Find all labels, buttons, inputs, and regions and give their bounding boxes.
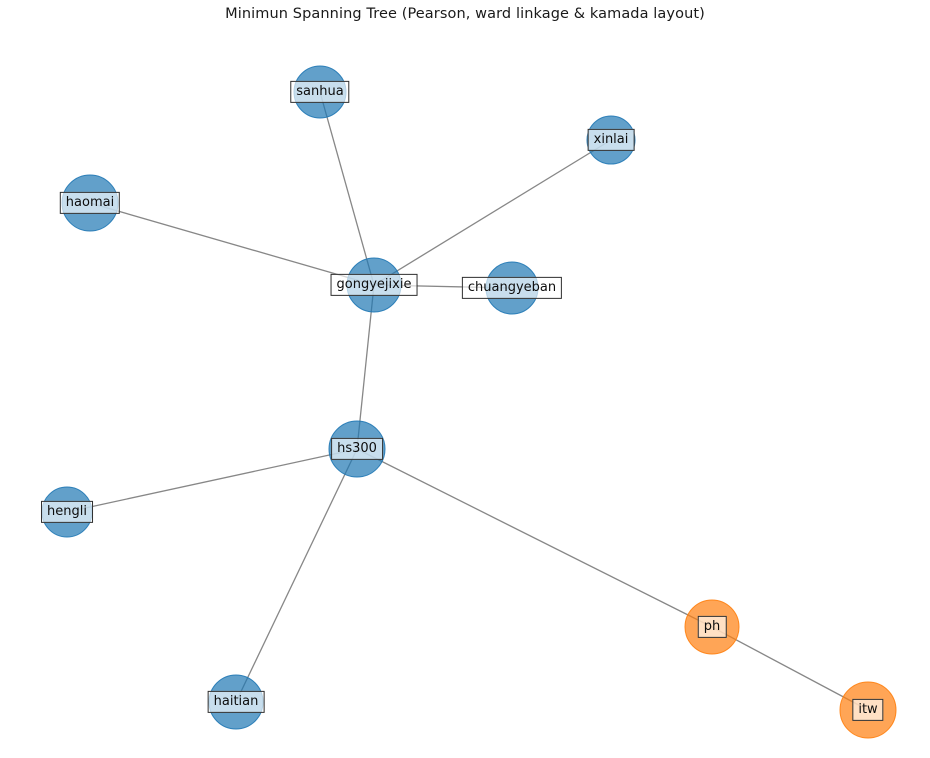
edge-gongyejixie-sanhua [319, 91, 375, 286]
edge-hs300-haitian [235, 448, 358, 703]
node-haitian [208, 674, 264, 730]
edge-gongyejixie-haomai [89, 202, 375, 286]
node-ph [684, 599, 740, 655]
edge-hs300-ph [356, 448, 713, 628]
node-sanhua [293, 65, 347, 119]
edge-hs300-hengli [66, 448, 358, 513]
nodes-layer [41, 65, 897, 739]
node-chuangyeban [485, 261, 539, 315]
chart-title: Minimun Spanning Tree (Pearson, ward lin… [225, 6, 705, 22]
node-itw [839, 681, 897, 739]
node-hs300 [328, 420, 386, 478]
node-gongyejixie [346, 257, 402, 313]
edges-layer [66, 91, 869, 711]
edge-gongyejixie-xinlai [373, 139, 612, 286]
node-haomai [61, 174, 119, 232]
node-hengli [41, 486, 93, 538]
edge-ph-itw [711, 626, 869, 711]
node-xinlai [586, 115, 636, 165]
